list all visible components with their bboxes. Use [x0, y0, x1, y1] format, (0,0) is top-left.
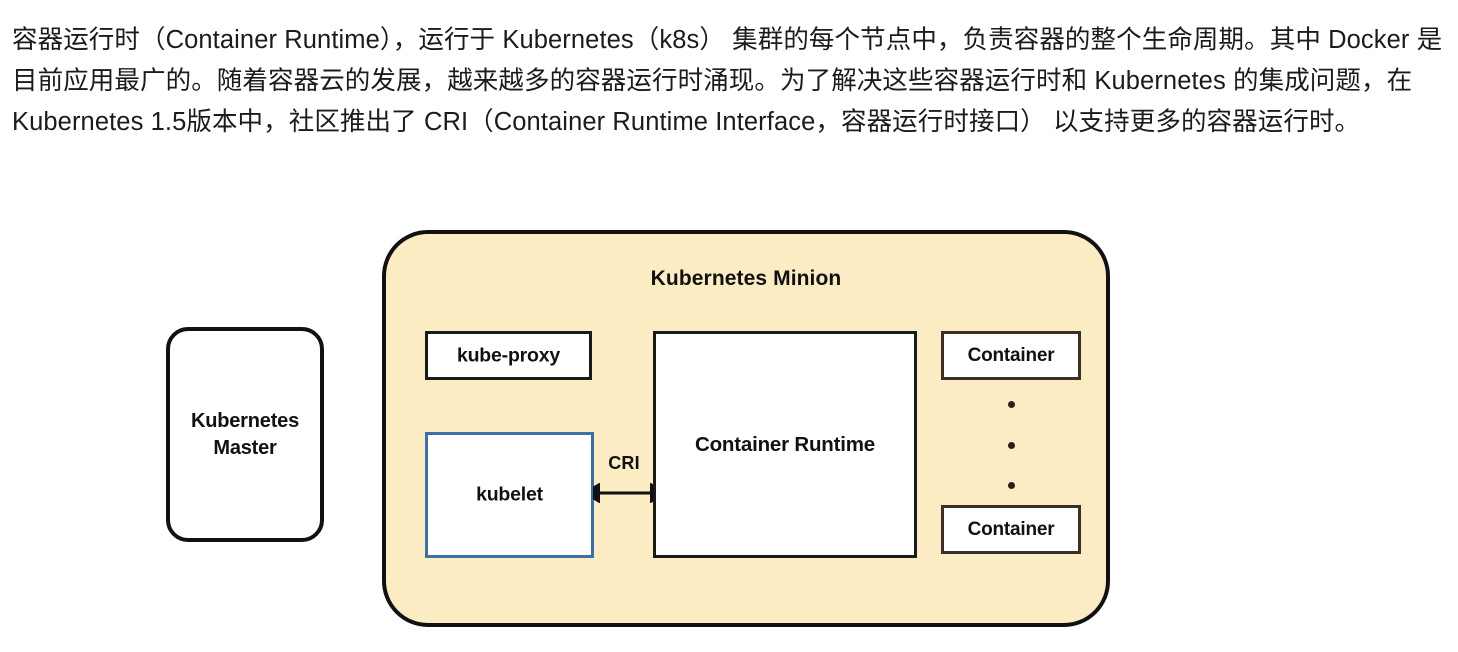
kube-proxy-label: kube-proxy	[456, 344, 561, 366]
container-runtime-node: Container Runtime	[653, 331, 917, 558]
container-node-top-label: Container	[967, 344, 1055, 366]
ellipsis-dot	[1007, 441, 1015, 449]
ellipsis-dot	[1007, 401, 1015, 408]
cri-double-arrow-icon	[593, 483, 657, 503]
container-node-bottom-label: Container	[967, 518, 1055, 540]
cri-label: CRI	[608, 453, 640, 473]
kubelet-label: kubelet	[476, 483, 543, 506]
article-paragraph: 容器运行时（Container Runtime），运行于 Kubernetes（…	[12, 26, 1443, 136]
kubernetes-master-label-line1: Kubernetes	[190, 409, 300, 432]
kubelet-node: kubelet	[425, 432, 594, 558]
ellipsis-dot	[1007, 482, 1015, 489]
container-ellipsis	[941, 395, 1081, 495]
kubernetes-architecture-diagram: Kubernetes Master Kubernetes Minion kube…	[0, 205, 1458, 652]
kubernetes-minion-title: Kubernetes Minion	[650, 267, 842, 290]
kubernetes-master-node: Kubernetes Master	[166, 327, 324, 542]
container-node-bottom: Container	[941, 505, 1081, 554]
container-runtime-label: Container Runtime	[695, 432, 875, 456]
kube-proxy-node: kube-proxy	[425, 331, 592, 380]
container-node-top: Container	[941, 331, 1081, 380]
kubernetes-master-label-line2: Master	[213, 436, 277, 459]
kubernetes-master-label: Kubernetes Master	[170, 408, 320, 462]
cri-connector: CRI	[590, 453, 658, 543]
